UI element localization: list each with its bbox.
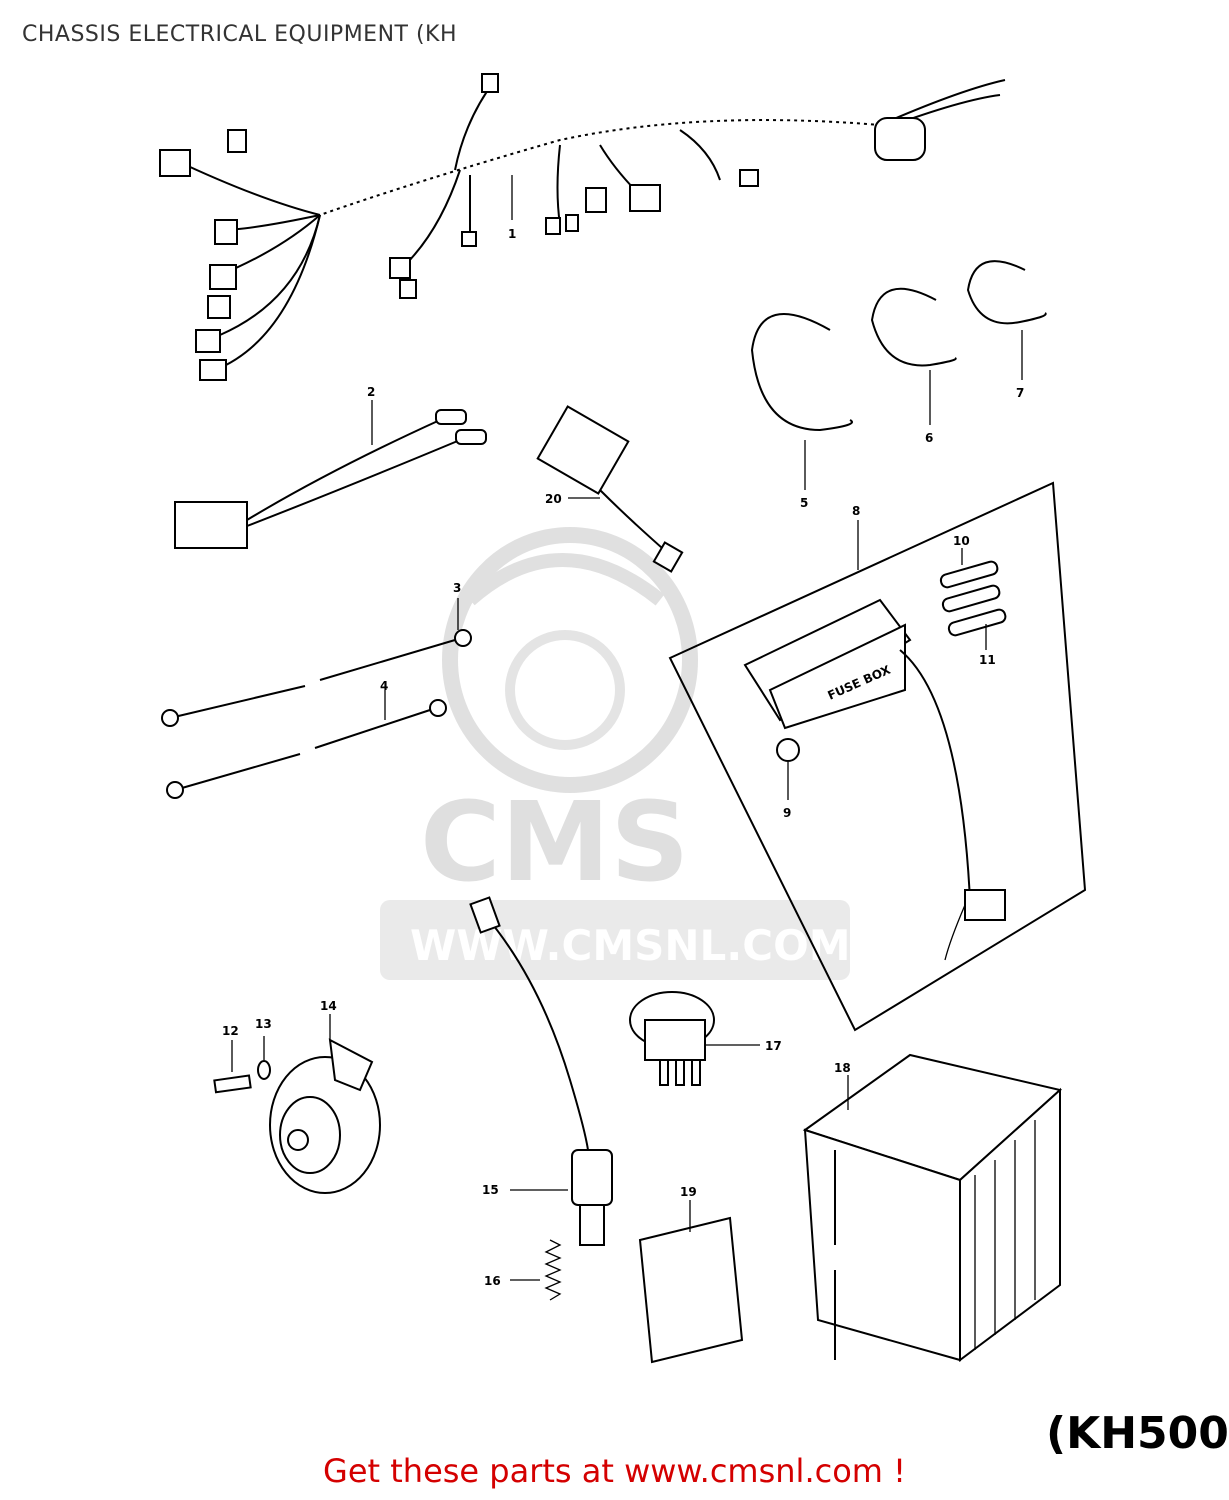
- page-title: CHASSIS ELECTRICAL EQUIPMENT (KH: [22, 22, 458, 47]
- callout-7: 7: [1016, 386, 1024, 400]
- callout-10: 10: [953, 534, 970, 548]
- callout-2: 2: [367, 385, 375, 399]
- callout-3: 3: [453, 581, 461, 595]
- callout-14: 14: [320, 999, 337, 1013]
- callout-1: 1: [508, 227, 516, 241]
- callout-11: 11: [979, 653, 996, 667]
- callout-13: 13: [255, 1017, 272, 1031]
- part-fuse-box: FUSE BOX: [668, 481, 1087, 1032]
- promo-banner[interactable]: Get these parts at www.cmsnl.com !: [323, 1452, 906, 1490]
- watermark-cms-text: CMS: [420, 778, 689, 906]
- part-manual: [638, 1200, 744, 1364]
- callout-15: 15: [482, 1183, 499, 1197]
- part-horn: [213, 1014, 381, 1194]
- callout-16: 16: [484, 1274, 501, 1288]
- callout-8: 8: [852, 504, 860, 518]
- callout-19: 19: [680, 1185, 697, 1199]
- part-ground-leads: [161, 598, 472, 799]
- model-tag: (KH500: [1046, 1408, 1229, 1459]
- part-flasher: [629, 991, 760, 1086]
- part-wiring-harness: [159, 73, 1006, 381]
- callout-12: 12: [222, 1024, 239, 1038]
- part-nut: [776, 738, 800, 800]
- callout-17: 17: [765, 1039, 782, 1053]
- part-battery: [802, 1053, 1063, 1362]
- callout-4: 4: [380, 679, 388, 693]
- part-switch: [536, 405, 684, 573]
- part-relay: [174, 400, 487, 549]
- callout-9: 9: [783, 806, 791, 820]
- callout-20: 20: [545, 492, 562, 506]
- callout-18: 18: [834, 1061, 851, 1075]
- watermark-url-text: WWW.CMSNL.COM: [410, 921, 851, 970]
- part-fuses: [939, 548, 1007, 650]
- part-brake-switch: [469, 896, 613, 1301]
- callout-6: 6: [925, 431, 933, 445]
- callout-5: 5: [800, 496, 808, 510]
- part-clamps: [750, 260, 1047, 490]
- callout-labels: 1 2 3 4 5 6 7 8 9 10 11 12 13 14 15 16 1…: [222, 227, 1024, 1288]
